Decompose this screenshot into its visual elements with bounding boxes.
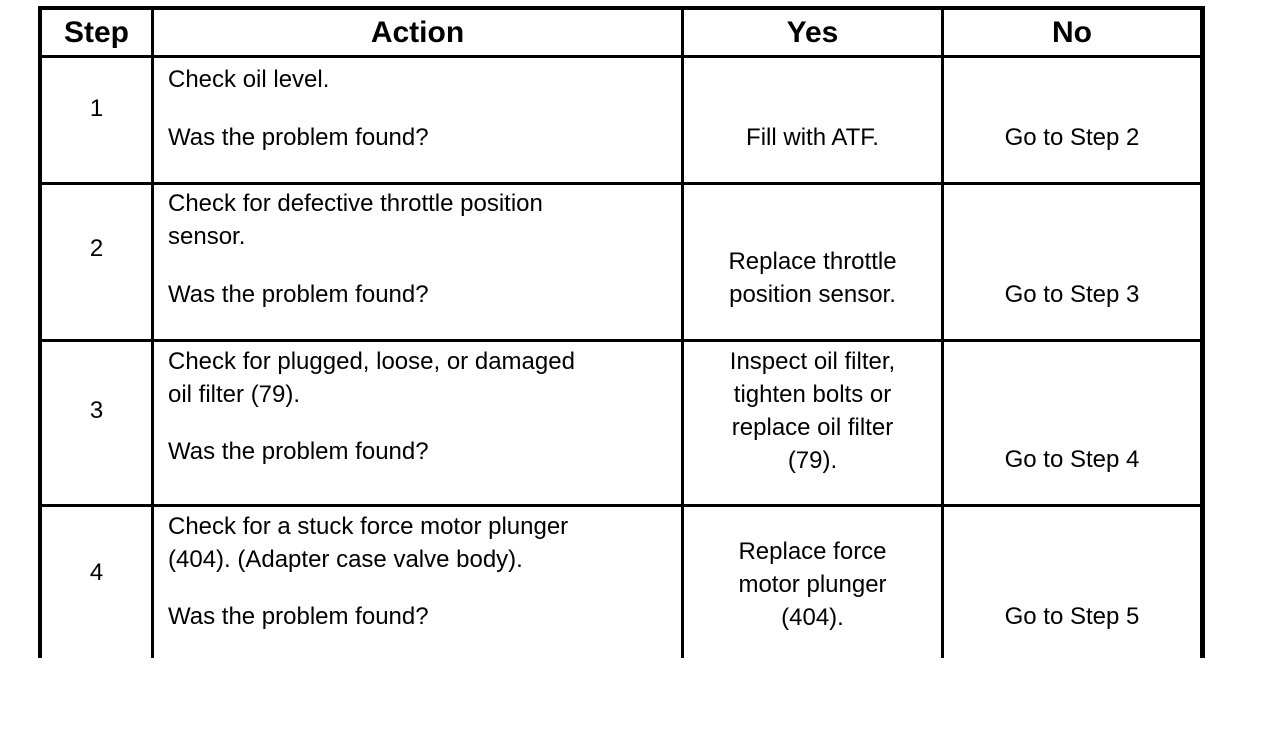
table-border-left [38,6,42,658]
row-1-step: 1 [89,95,104,122]
table-border-right [1200,6,1205,658]
row-2-action: Check for defective throttle position se… [168,190,543,250]
row-2-yes: Replace throttle position sensor. [728,248,897,308]
header-step: Step [63,16,129,49]
table-border-top [38,6,1205,10]
row-3-question: Was the problem found? [168,438,429,465]
row-4-step: 4 [89,559,104,586]
row-1-question: Was the problem found? [168,124,429,151]
row-divider-1 [38,182,1205,185]
row-1-action: Check oil level. [168,66,330,93]
row-2-question: Was the problem found? [168,281,429,308]
row-4-yes: Replace force motor plunger (404). [738,538,887,631]
row-3-no: Go to Step 4 [1004,446,1140,473]
row-divider-3 [38,504,1205,507]
row-2-no: Go to Step 3 [1004,281,1140,308]
row-3-step: 3 [89,397,104,424]
row-4-question: Was the problem found? [168,603,429,630]
row-3-action: Check for plugged, loose, or damaged oil… [168,348,575,408]
row-1-yes: Fill with ATF. [746,124,879,151]
column-divider-yes [941,6,944,658]
header-no: No [1052,16,1092,49]
row-2-step: 2 [89,235,104,262]
row-4-action: Check for a stuck force motor plunger (4… [168,513,569,573]
column-divider-action [681,6,684,658]
header-yes: Yes [786,16,839,49]
row-1-no: Go to Step 2 [1004,124,1140,151]
header-action: Action [370,16,465,49]
row-4-no: Go to Step 5 [1004,603,1140,630]
diagnostic-table: Step Action Yes No 1 Check oil level. Wa… [38,6,1205,658]
row-divider-2 [38,339,1205,342]
column-divider-step [151,6,154,658]
header-divider [38,55,1205,58]
row-3-yes: Inspect oil filter, tighten bolts or rep… [729,348,896,474]
